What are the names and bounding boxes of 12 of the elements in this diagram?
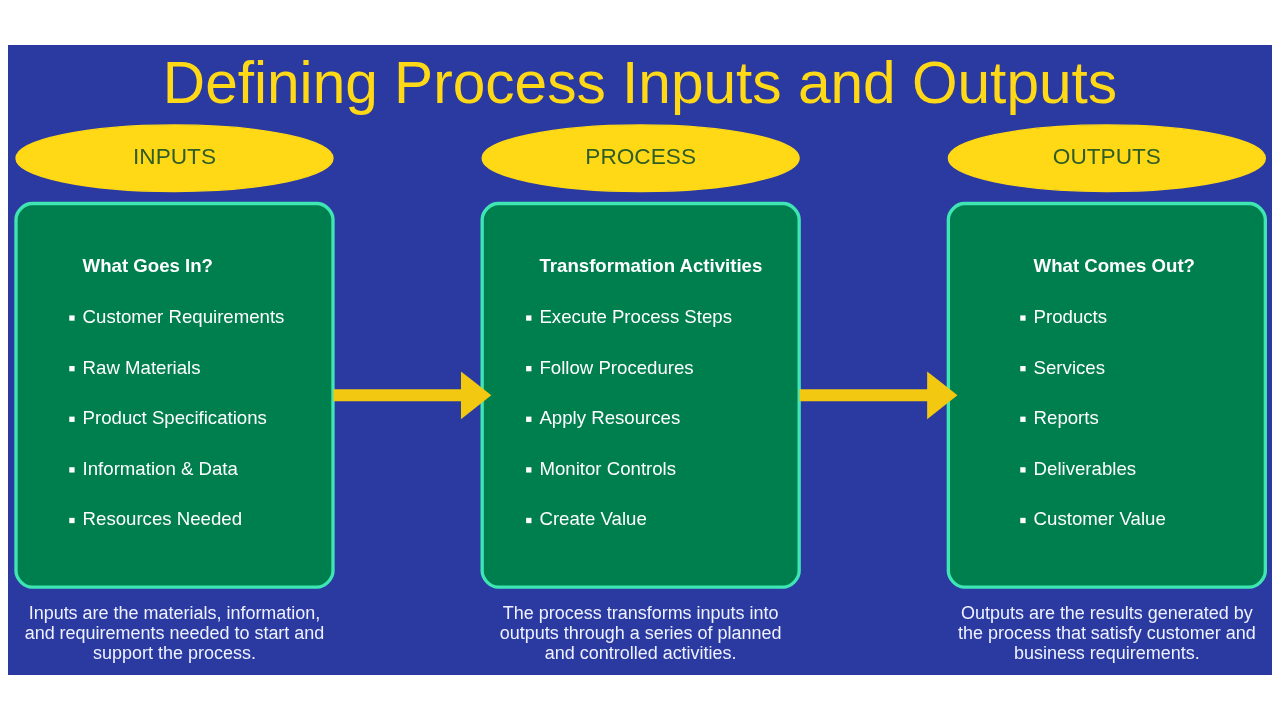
node-box: Transformation Activities Execute Process Steps Follow Procedures Apply Resources Monitor Controls Create Value	[480, 201, 801, 589]
node-box: What Comes Out? Products Services Reports Deliverables Customer Value	[946, 201, 1267, 589]
arrow	[799, 371, 958, 420]
node-label: Inputs are the materials, information, and requirements needed to start and support the process.	[24, 602, 325, 663]
node-label: Outputs are the results generated by the process that satisfy customer and business requirements.	[958, 602, 1256, 663]
node-ellipse: PROCESS	[481, 124, 800, 193]
node-ellipse: OUTPUTS	[947, 124, 1266, 193]
diagram-title: Defining Process Inputs and Outputs	[162, 49, 1118, 115]
arrow	[333, 371, 492, 420]
node-label: The process transforms inputs into outputs through a series of planned and controlled activities.	[499, 602, 782, 663]
node-box: What Goes In? Customer Requirements Raw Materials Product Specifications Information & Data Resources Needed	[14, 201, 335, 589]
node-ellipse: INPUTS	[15, 124, 334, 193]
